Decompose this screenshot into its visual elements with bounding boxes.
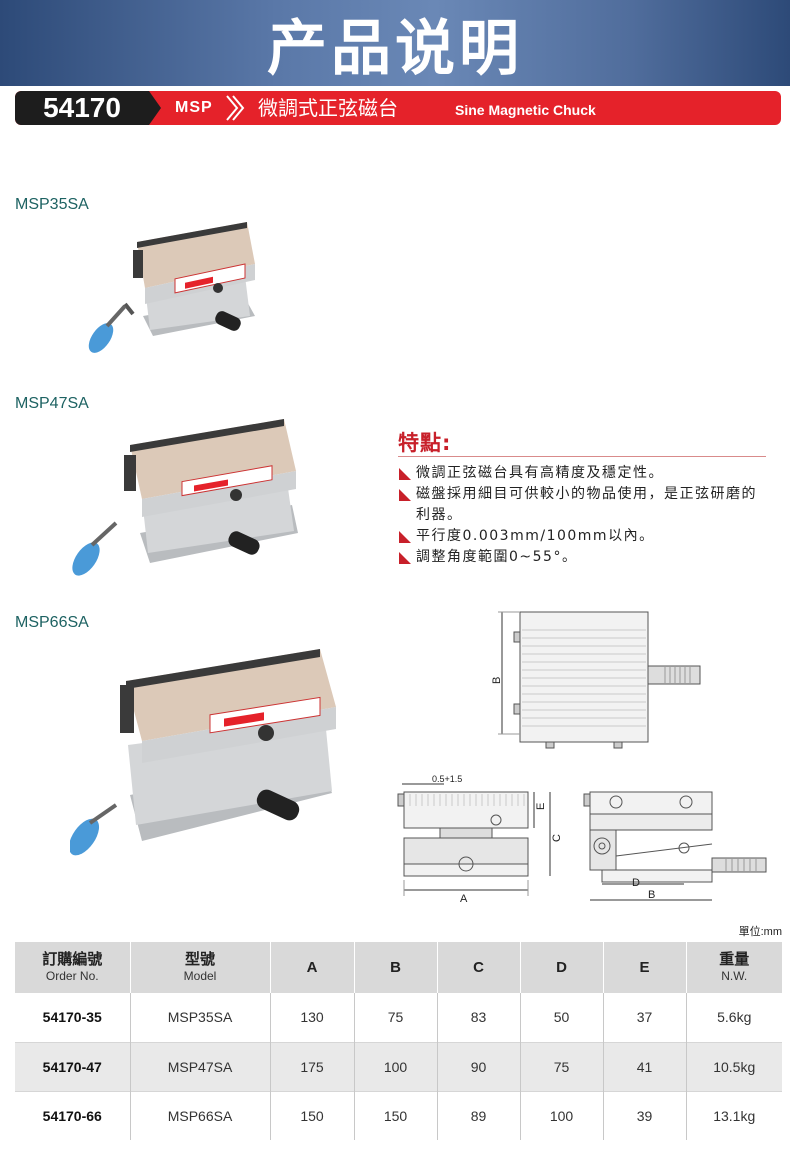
dim-label-b-bottom: B bbox=[648, 889, 655, 901]
cell-weight: 13.1kg bbox=[685, 1091, 782, 1140]
page-banner: 产品说明 bbox=[0, 0, 790, 86]
product-bar: 54170 MSP 微調式正弦磁台 Sine Magnetic Chuck bbox=[15, 91, 781, 125]
triangle-bullet-icon bbox=[399, 552, 411, 564]
features-list: 微調正弦磁台具有高精度及穩定性。 磁盤採用細目可供較小的物品使用，是正弦研磨的利… bbox=[398, 463, 770, 568]
cell-model: MSP35SA bbox=[129, 993, 270, 1042]
cell-c: 90 bbox=[436, 1042, 520, 1091]
table-row: 54170-66 MSP66SA 150 150 89 100 39 13.1k… bbox=[15, 1091, 782, 1140]
product-code: 54170 bbox=[15, 91, 149, 125]
triangle-bullet-icon bbox=[399, 468, 411, 480]
triangle-bullet-icon bbox=[399, 531, 411, 543]
cell-a: 130 bbox=[269, 993, 354, 1042]
product-series: MSP bbox=[175, 99, 213, 116]
triangle-bullet-icon bbox=[399, 489, 411, 501]
col-header-a: A bbox=[269, 942, 354, 993]
product-image-msp35sa bbox=[88, 222, 255, 353]
front-view-drawing bbox=[397, 783, 551, 896]
col-header-e: E bbox=[602, 942, 686, 993]
dim-label-a: A bbox=[460, 893, 468, 905]
side-view-drawing bbox=[583, 791, 767, 901]
cell-model: MSP47SA bbox=[129, 1042, 270, 1091]
product-name-en: Sine Magnetic Chuck bbox=[455, 102, 596, 118]
col-header-c: C bbox=[436, 942, 520, 993]
model-label-47: MSP47SA bbox=[15, 395, 89, 412]
chevron-right-icon bbox=[226, 95, 245, 121]
feature-item: 平行度0.003mm/100mm以內。 bbox=[398, 526, 770, 547]
model-label-66: MSP66SA bbox=[15, 614, 89, 631]
feature-item: 調整角度範圍0~55°。 bbox=[398, 547, 770, 568]
dim-label-d: D bbox=[632, 877, 640, 889]
cell-d: 100 bbox=[519, 1091, 603, 1140]
cell-c: 89 bbox=[436, 1091, 520, 1140]
cell-weight: 10.5kg bbox=[685, 1042, 782, 1091]
cell-order-no: 54170-35 bbox=[42, 1009, 102, 1026]
cell-model: MSP66SA bbox=[129, 1091, 270, 1140]
cell-e: 37 bbox=[602, 993, 686, 1042]
product-image-msp47sa bbox=[72, 419, 298, 576]
product-name-cn: 微調式正弦磁台 bbox=[258, 96, 398, 120]
cell-e: 41 bbox=[602, 1042, 686, 1091]
cell-a: 150 bbox=[269, 1091, 354, 1140]
cell-b: 100 bbox=[353, 1042, 437, 1091]
page-title: 产品说明 bbox=[267, 13, 523, 84]
cell-b: 150 bbox=[353, 1091, 437, 1140]
features-title: 特點: bbox=[398, 431, 452, 455]
top-view-drawing bbox=[498, 611, 701, 749]
features-divider bbox=[398, 456, 766, 457]
cell-a: 175 bbox=[269, 1042, 354, 1091]
model-label-35: MSP35SA bbox=[15, 196, 89, 213]
cell-d: 75 bbox=[519, 1042, 603, 1091]
table-row: 54170-35 MSP35SA 130 75 83 50 37 5.6kg bbox=[15, 993, 782, 1042]
col-header-b: B bbox=[353, 942, 437, 993]
product-image-msp66sa bbox=[70, 649, 336, 856]
technical-drawings: B 0.5+1.5 E C A D B bbox=[397, 611, 767, 905]
cell-order-no: 54170-47 bbox=[15, 1042, 130, 1091]
cell-weight: 5.6kg bbox=[685, 993, 782, 1042]
dim-label-gap: 0.5+1.5 bbox=[432, 774, 462, 784]
dim-label-e: E bbox=[535, 803, 547, 810]
feature-item: 微調正弦磁台具有高精度及穩定性。 bbox=[398, 463, 770, 484]
feature-item: 磁盤採用細目可供較小的物品使用，是正弦研磨的利器。 bbox=[398, 484, 770, 526]
cell-order-no: 54170-66 bbox=[42, 1107, 102, 1124]
code-arrow-icon bbox=[149, 91, 161, 125]
dim-label-c: C bbox=[551, 834, 563, 842]
unit-label: 單位:mm bbox=[738, 926, 782, 938]
col-header-d: D bbox=[519, 942, 603, 993]
cell-e: 39 bbox=[602, 1091, 686, 1140]
cell-c: 83 bbox=[436, 993, 520, 1042]
cell-d: 50 bbox=[519, 993, 603, 1042]
table-row: 54170-47 MSP47SA 175 100 90 75 41 10.5kg bbox=[15, 1042, 782, 1091]
cell-b: 75 bbox=[353, 993, 437, 1042]
dim-label-b-side: B bbox=[491, 677, 503, 684]
